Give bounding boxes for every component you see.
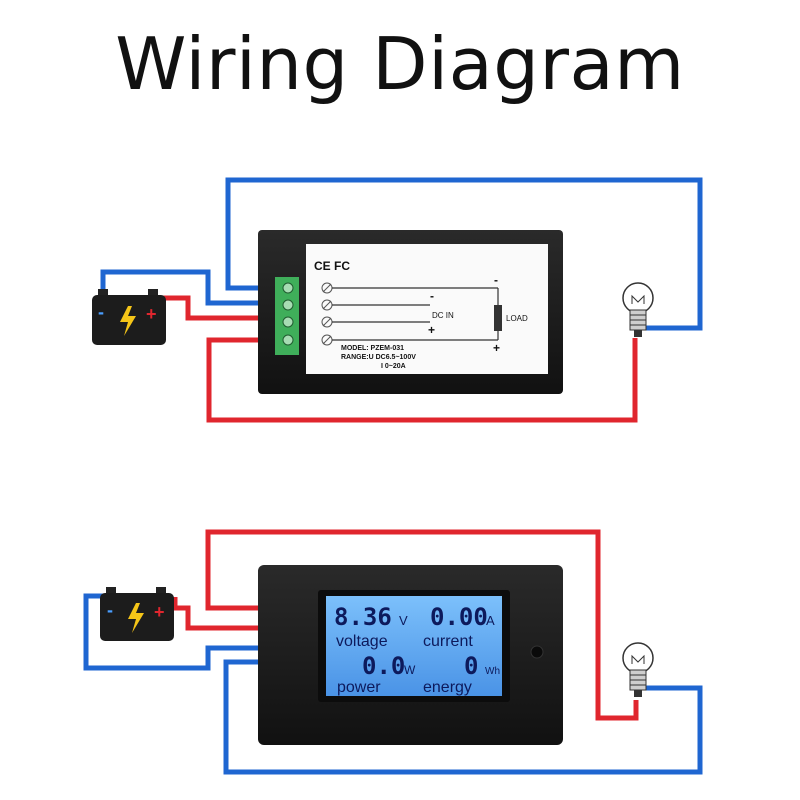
top-red-wire-battery [160, 295, 285, 321]
model-text: MODEL: PZEM-031 [341, 345, 404, 352]
top-blue-wire-battery [100, 269, 285, 306]
current-label: current [423, 633, 473, 650]
battery-plus: + [146, 304, 157, 324]
voltage-label: voltage [336, 633, 388, 650]
energy-label: energy [423, 679, 472, 696]
battery-icon: - + [100, 587, 174, 641]
range-u-text: RANGE:U DC6.5~100V [341, 354, 416, 361]
battery-plus: + [154, 602, 165, 622]
top-blue-wire-lamp [225, 177, 703, 331]
top-red-wire-lamp [206, 337, 638, 423]
load-resistor [494, 305, 502, 331]
power-value: 0.0 [362, 652, 405, 680]
reset-button[interactable] [530, 645, 544, 659]
dc-in-label: DC IN [432, 311, 454, 320]
lamp-icon [622, 282, 654, 337]
lamp-icon [622, 642, 654, 697]
lcd-screen [326, 596, 502, 696]
power-unit: W [404, 663, 416, 677]
current-value: 0.00 [430, 603, 488, 631]
battery-minus: - [107, 600, 113, 620]
energy-unit: Wh [485, 666, 500, 677]
bottom-blue-wire-lamp [223, 659, 703, 775]
bottom-red-wire-lamp [205, 529, 639, 721]
bottom-diagram: 8.36 V voltage 0.00 A current 0.0 W powe… [83, 529, 703, 775]
load-label: LOAD [506, 314, 528, 323]
page-title: Wiring Diagram [115, 22, 685, 106]
battery-minus: - [98, 302, 104, 322]
range-i-text: I 0~20A [381, 363, 406, 370]
energy-value: 0 [464, 652, 478, 680]
voltage-value: 8.36 [334, 603, 392, 631]
bottom-red-wire-battery [172, 597, 262, 631]
bottom-blue-wire-battery [83, 593, 262, 671]
load-minus: - [494, 273, 498, 287]
terminal-screws [282, 282, 294, 346]
top-meter-label-panel [306, 244, 548, 374]
battery-icon: - + [92, 289, 166, 345]
dc-in-minus: - [430, 289, 434, 303]
panel-circuit-lines [332, 287, 499, 341]
voltage-unit: V [399, 613, 408, 628]
dc-in-plus: + [428, 323, 435, 337]
current-unit: A [486, 613, 495, 628]
load-plus: + [493, 341, 500, 355]
cert-marks: CE FC [314, 259, 350, 273]
top-diagram: CE FC DC IN LOAD - + - + MODEL: PZEM-031… [92, 177, 703, 423]
power-label: power [337, 679, 381, 696]
